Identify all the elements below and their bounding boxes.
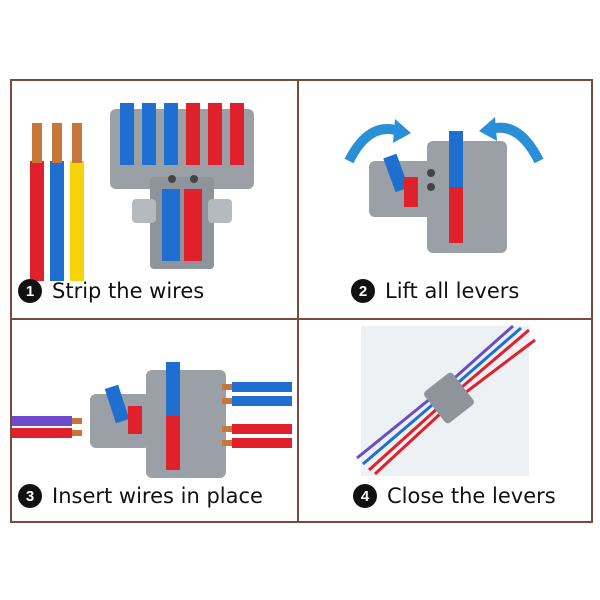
panel-step-2: 2 Lift all levers: [299, 81, 591, 318]
step-1-label: 1 Strip the wires: [18, 279, 204, 303]
step-2-label: 2 Lift all levers: [351, 279, 519, 303]
lifted-levers-illustration: [344, 117, 544, 253]
step-number-badge: 2: [351, 279, 375, 303]
rotate-arrow-left-icon: [344, 124, 401, 164]
step-3-label: 3 Insert wires in place: [18, 484, 263, 508]
step-number-badge: 4: [353, 484, 377, 508]
step-text: Close the levers: [387, 484, 556, 508]
step-4-label: 4 Close the levers: [353, 484, 556, 508]
panel-step-1: 1 Strip the wires: [12, 81, 297, 318]
lever-connector-image: [110, 103, 254, 269]
stripped-wires-image: [30, 123, 84, 281]
insert-wires-illustration: [12, 362, 292, 478]
step-text: Strip the wires: [52, 279, 205, 303]
panel-divider-horizontal: [10, 318, 593, 320]
step-text: Insert wires in place: [52, 484, 263, 508]
instruction-frame: [10, 79, 593, 523]
rotate-arrow-right-icon: [489, 122, 544, 164]
step-text: Lift all levers: [385, 279, 520, 303]
closed-levers-photo: [356, 324, 536, 476]
step-number-badge: 3: [18, 484, 42, 508]
panel-step-4: 4 Close the levers: [299, 320, 591, 521]
wires-and-connector-illustration: [30, 103, 254, 281]
step-number-badge: 1: [18, 279, 42, 303]
panel-step-3: 3 Insert wires in place: [12, 320, 297, 521]
panel-divider-vertical: [297, 79, 299, 523]
